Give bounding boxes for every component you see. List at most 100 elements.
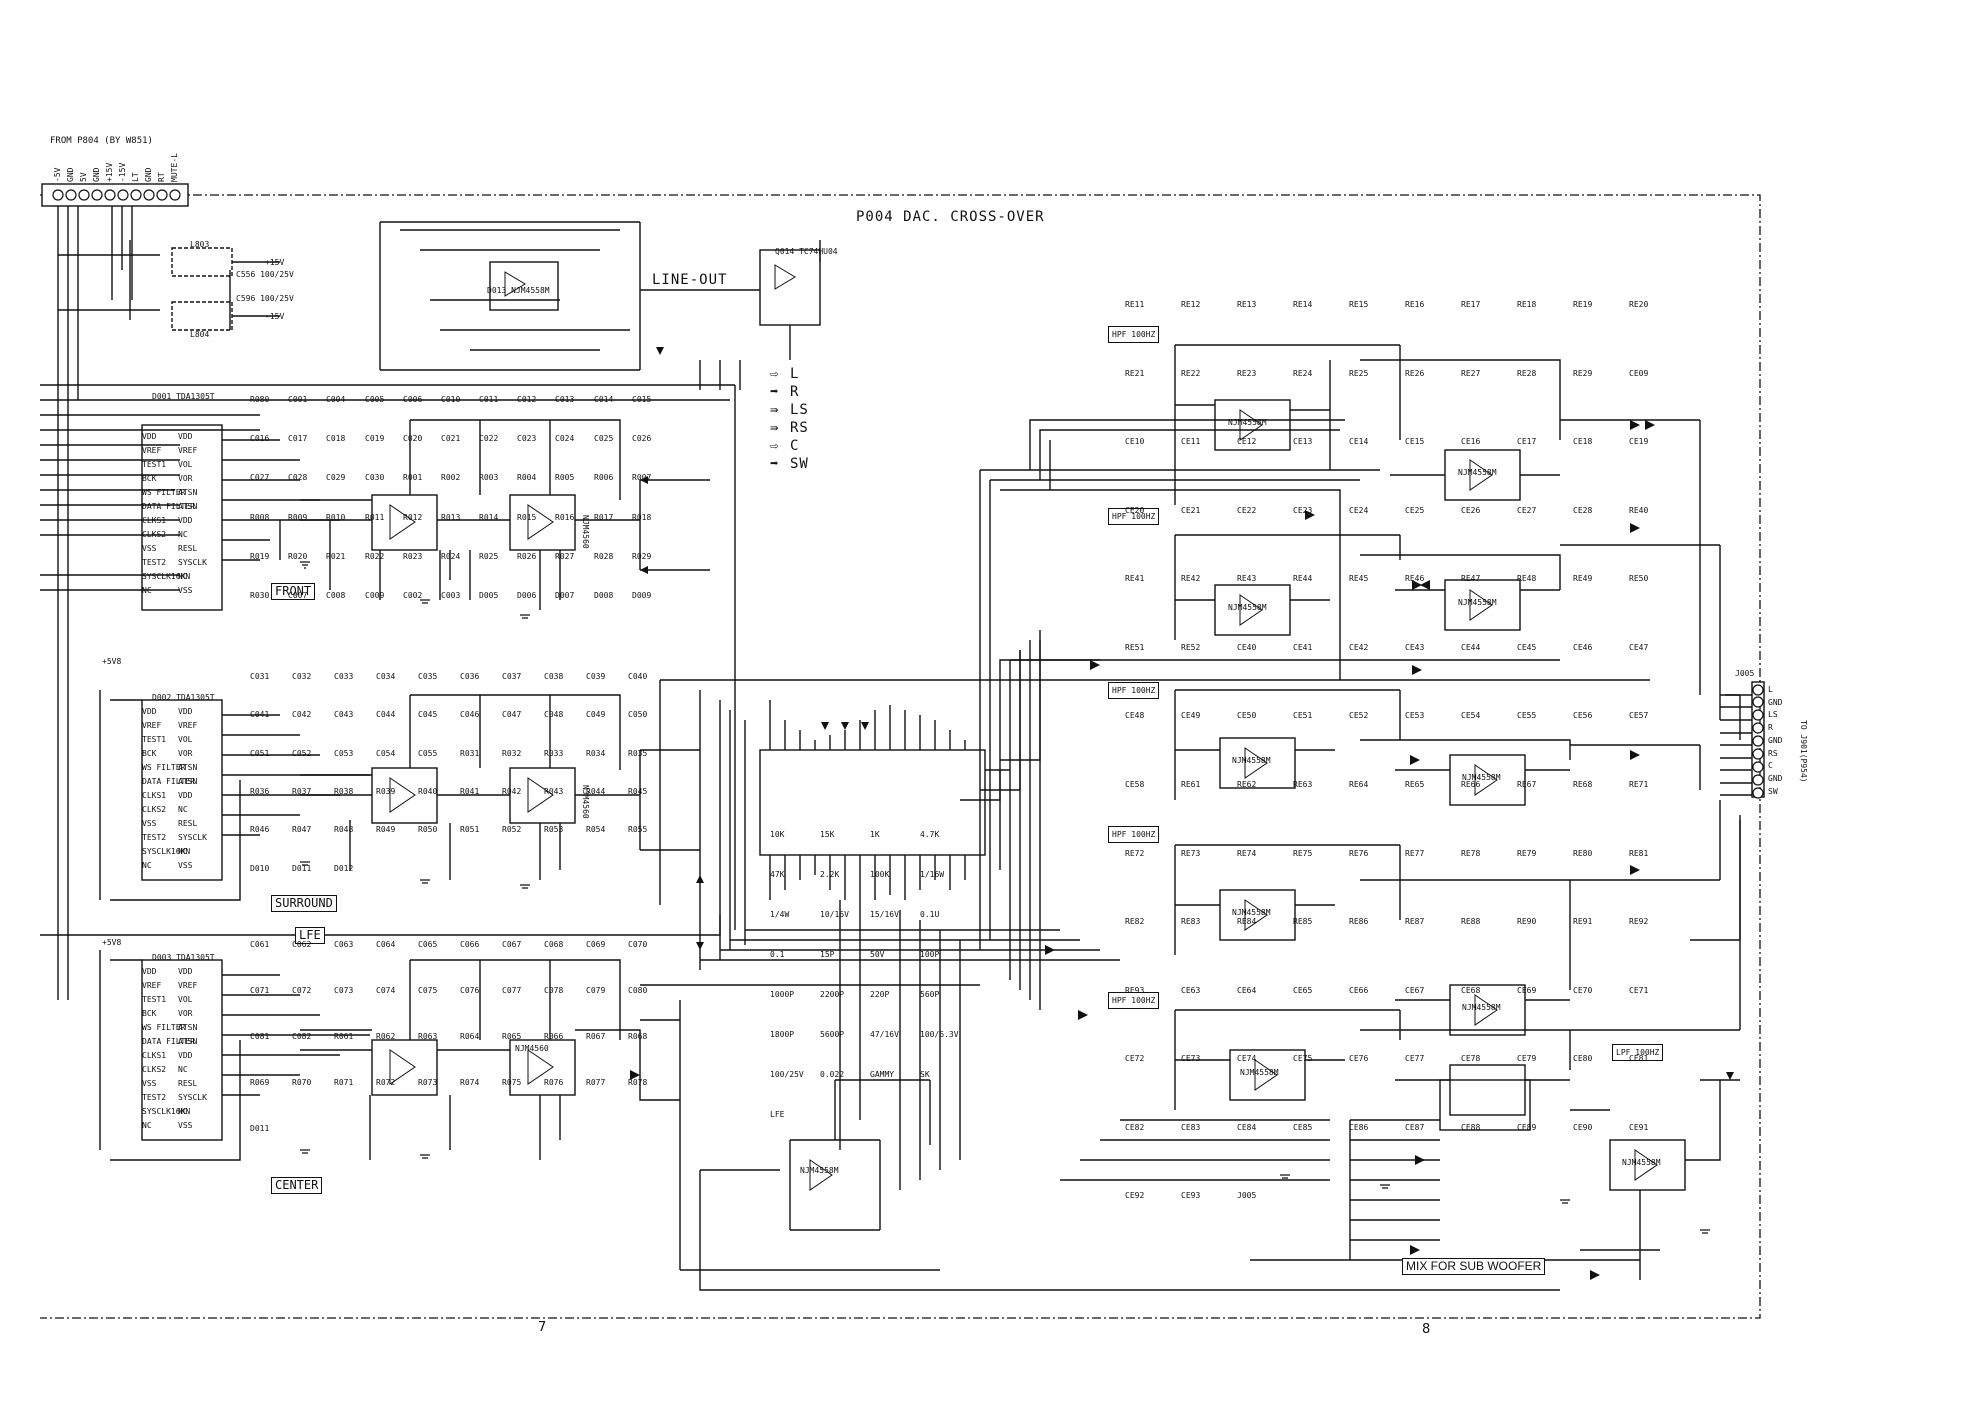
connector-pin-label: GND (1768, 735, 1783, 745)
center-component-label: C061 (250, 940, 270, 949)
header-pin-label: 5V (79, 172, 88, 182)
dac-pin-label: CLKS2 (142, 805, 167, 814)
crossover-component-label: RE25 (1349, 369, 1369, 378)
surround-component-label: C046 (460, 710, 480, 719)
crossover-component-label: RE45 (1349, 574, 1369, 583)
crossover-component-label: RE80 (1573, 849, 1593, 858)
header-pin-label: RT (157, 172, 166, 182)
front-component-label: R011 (365, 513, 385, 522)
dac-pin-label: TEST1 (142, 995, 167, 1004)
center-component-label: R063 (418, 1032, 438, 1041)
crossover-component-label: CE77 (1405, 1054, 1425, 1063)
crossover-component-label: CE89 (1517, 1123, 1537, 1132)
dac-pin-label: VOL (178, 995, 193, 1004)
crossover-component-label: CE20 (1125, 506, 1145, 515)
dac-pin-label: VSS (178, 1121, 193, 1130)
ic-opamp-center: NJM4560 (515, 1044, 549, 1053)
crossover-component-label: RE88 (1461, 917, 1481, 926)
dac-pin-label: BCK (142, 474, 157, 483)
crossover-component-label: CE66 (1349, 986, 1369, 995)
front-component-label: C007 (288, 591, 308, 600)
dac-pin-label: SYSCLK16KN (142, 1107, 191, 1116)
legend-label: R (790, 384, 800, 400)
crossover-component-label: RE84 (1237, 917, 1257, 926)
ic-opamp2-g: NJM4558M (1232, 908, 1271, 917)
surround-component-label: C031 (250, 672, 270, 681)
center-component-label: C076 (460, 986, 480, 995)
legend-label: LS (790, 402, 809, 418)
dac-pin-label: CLKS1 (142, 1051, 167, 1060)
center-component-label: R069 (250, 1078, 270, 1087)
header-pin-label: MUTE-L (170, 153, 179, 182)
crossover-component-label: CE69 (1517, 986, 1537, 995)
dac-surround-body (141, 699, 223, 881)
center-component-label: C070 (628, 940, 648, 949)
front-component-label: D009 (632, 591, 652, 600)
crossover-component-label: RE43 (1237, 574, 1257, 583)
center-component-label: C078 (544, 986, 564, 995)
crossover-component-label: RE21 (1125, 369, 1145, 378)
front-component-label: C030 (365, 473, 385, 482)
crossover-component-label: RE47 (1461, 574, 1481, 583)
crossover-component-label: CE43 (1405, 643, 1425, 652)
center-component-label: C081 (250, 1032, 270, 1041)
center-component-label: R076 (544, 1078, 564, 1087)
crossover-component-label: RE27 (1461, 369, 1481, 378)
surround-component-label: C036 (460, 672, 480, 681)
center-component-label: R075 (502, 1078, 522, 1087)
front-component-label: R002 (441, 473, 461, 482)
dac-pin-label: NC (178, 1065, 188, 1074)
filter-label-2: HPF 100HZ (1108, 508, 1160, 525)
dac-pin-label: TEST1 (142, 460, 167, 469)
crossover-component-label: CE49 (1181, 711, 1201, 720)
connector-pin-label: L (1768, 685, 1773, 694)
front-component-label: R019 (250, 552, 270, 561)
dac-pin-label: VSS (178, 586, 193, 595)
ic-opamp2-c: NJM4558M (1228, 603, 1267, 612)
component-value-label: 2.2K (820, 870, 840, 879)
front-component-label: C025 (594, 434, 614, 443)
surround-component-label: R031 (460, 749, 480, 758)
component-value-label: 10/16V (820, 910, 849, 919)
crossover-component-label: CE83 (1181, 1123, 1201, 1132)
legend-arrow-icon: ➡ (770, 456, 780, 472)
crossover-component-label: RE28 (1517, 369, 1537, 378)
dac-pin-label: RESL (178, 819, 198, 828)
connector-pin-label: GND (1768, 773, 1783, 783)
crossover-component-label: CE13 (1293, 437, 1313, 446)
surround-component-label: C034 (376, 672, 396, 681)
front-component-label: R008 (250, 513, 270, 522)
crossover-component-label: CE26 (1461, 506, 1481, 515)
front-component-label: D008 (594, 591, 614, 600)
center-component-label: R078 (628, 1078, 648, 1087)
front-component-label: R023 (403, 552, 423, 561)
ic-dac-center: D003 TDA1305T (152, 953, 215, 962)
crossover-component-label: CE41 (1293, 643, 1313, 652)
surround-component-label: C044 (376, 710, 396, 719)
crossover-component-label: RE14 (1293, 300, 1313, 309)
center-component-label: C077 (502, 986, 522, 995)
crossover-component-label: RE11 (1125, 300, 1145, 309)
crossover-component-label: CE79 (1517, 1054, 1537, 1063)
dac-pin-label: VREF (178, 981, 198, 990)
dac-pin-label: RESL (178, 544, 198, 553)
crossover-component-label: CE53 (1405, 711, 1425, 720)
surround-component-label: R049 (376, 825, 396, 834)
dac-pin-label: ATSN (178, 1037, 198, 1046)
ic-dac-front: D001 TDA1305T (152, 392, 215, 401)
surround-component-label: R037 (292, 787, 312, 796)
front-component-label: R005 (555, 473, 575, 482)
dac-pin-label: DATA FILTER (142, 502, 195, 511)
front-component-label: C009 (365, 591, 385, 600)
header-pins (52, 189, 181, 201)
filter-label-4: HPF 100HZ (1108, 826, 1160, 843)
surround-component-label: C048 (544, 710, 564, 719)
front-component-label: R024 (441, 552, 461, 561)
surround-component-label: C047 (502, 710, 522, 719)
front-component-label: C015 (632, 395, 652, 404)
dac-pin-label: WS FILTER (142, 1023, 186, 1032)
front-component-label: R007 (632, 473, 652, 482)
dac-pin-label: VSS (178, 861, 193, 870)
legend-label: L (790, 366, 800, 382)
component-value-label: 100P (920, 950, 940, 959)
